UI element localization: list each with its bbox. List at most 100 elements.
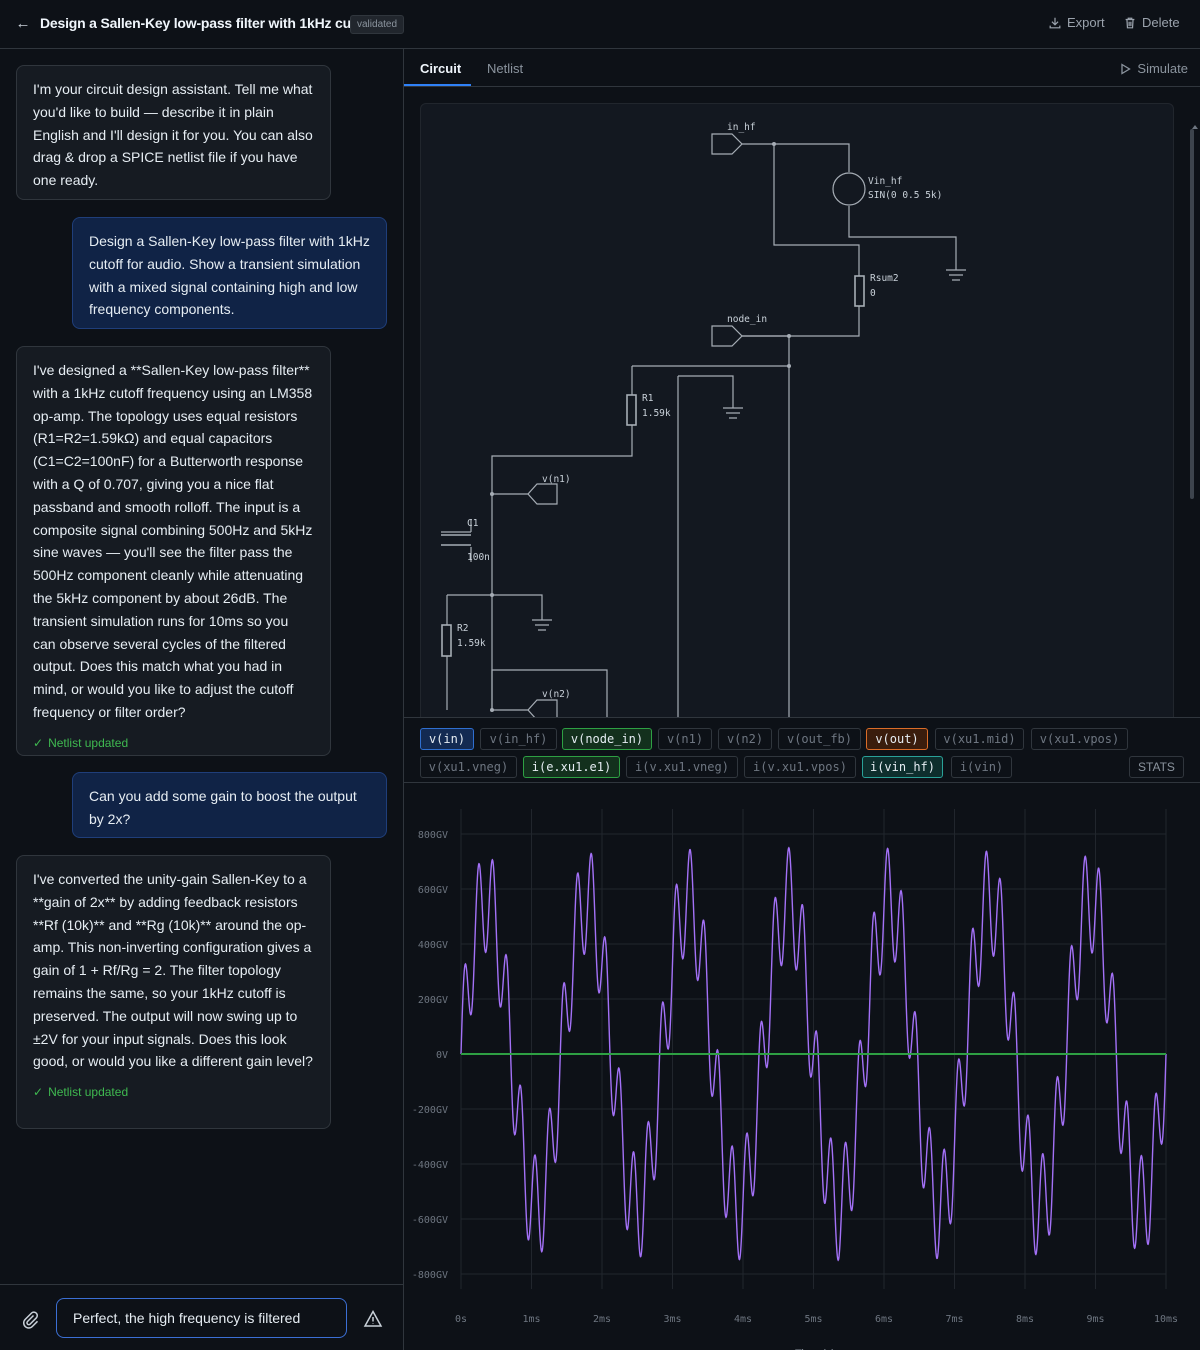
- signal-chip-v-n1[interactable]: v(n1): [658, 728, 712, 750]
- junction-dot: [787, 364, 791, 368]
- page-title: Design a Sallen-Key low-pass filter with…: [40, 15, 364, 31]
- signal-chip-i-v-xu1-vneg[interactable]: i(v.xu1.vneg): [626, 756, 738, 778]
- port-n1: [527, 483, 558, 505]
- y-tick-label: -800GV: [412, 1270, 448, 1281]
- export-button[interactable]: Export: [1048, 15, 1105, 30]
- capacitor-c1: [441, 534, 471, 546]
- ground-symbol: [723, 407, 743, 419]
- paperclip-icon[interactable]: [20, 1309, 40, 1329]
- simulate-button[interactable]: Simulate: [1120, 61, 1188, 76]
- tab-bar: Circuit Netlist Simulate: [404, 49, 1200, 87]
- export-label: Export: [1067, 15, 1105, 30]
- status-text: Netlist updated: [48, 1085, 129, 1100]
- component-value-r1: 1.59k: [642, 408, 671, 419]
- schematic-area: in_hf node_in v(n1) v(n2) Vin_hf SIN(0 0…: [404, 87, 1200, 753]
- trash-icon: [1125, 17, 1135, 28]
- warning-icon[interactable]: [363, 1309, 383, 1329]
- x-axis-label: Time (s): [795, 1348, 835, 1350]
- junction-dot: [490, 708, 494, 712]
- net-label-in-hf: in_hf: [727, 122, 756, 133]
- ground-symbol: [532, 619, 552, 631]
- net-label-n2: v(n2): [542, 689, 571, 700]
- scroll-up-arrow-icon[interactable]: [1192, 125, 1198, 129]
- port-n2: [527, 699, 558, 721]
- active-tab-indicator: [404, 84, 471, 86]
- signal-chip-v-xu1-vpos[interactable]: v(xu1.vpos): [1031, 728, 1128, 750]
- check-icon: ✓: [33, 735, 44, 750]
- ground-symbol: [946, 269, 966, 281]
- delete-label: Delete: [1142, 15, 1180, 30]
- wire: [441, 335, 790, 710]
- message-text: Design a Sallen-Key low-pass filter with…: [89, 233, 370, 318]
- signal-chip-v-in[interactable]: v(in): [420, 728, 474, 750]
- signal-chip-i-vin-hf[interactable]: i(vin_hf): [862, 756, 943, 778]
- x-tick-label: 9ms: [1086, 1314, 1104, 1325]
- play-icon: [1121, 62, 1132, 75]
- signal-chip-i-vin[interactable]: i(vin): [951, 756, 1012, 778]
- y-tick-label: -400GV: [412, 1160, 448, 1171]
- assistant-message: I've designed a **Sallen-Key low-pass fi…: [16, 346, 331, 756]
- message-text: I'm your circuit design assistant. Tell …: [33, 81, 313, 189]
- status-text: Netlist updated: [48, 735, 129, 750]
- schematic-svg: in_hf node_in v(n1) v(n2) Vin_hf SIN(0 0…: [441, 122, 966, 721]
- message-text: Can you add some gain to boost the outpu…: [89, 788, 357, 827]
- resistor-r2: [441, 624, 452, 657]
- signal-selector: v(in) v(in_hf) v(node_in) v(n1) v(n2) v(…: [404, 717, 1200, 783]
- voltage-source-symbol: [832, 172, 866, 206]
- x-tick-label: 2ms: [593, 1314, 611, 1325]
- scrollbar-thumb[interactable]: [1190, 129, 1194, 499]
- message-text: I've designed a **Sallen-Key low-pass fi…: [33, 362, 313, 720]
- signal-chip-i-v-xu1-vpos[interactable]: i(v.xu1.vpos): [744, 756, 856, 778]
- check-icon: ✓: [33, 1085, 44, 1100]
- x-tick-label: 4ms: [734, 1314, 752, 1325]
- signal-chip-v-n2[interactable]: v(n2): [718, 728, 772, 750]
- net-label-node-in: node_in: [727, 314, 767, 325]
- user-message: Design a Sallen-Key low-pass filter with…: [72, 217, 387, 329]
- x-tick-label: 5ms: [804, 1314, 822, 1325]
- workspace-panel: Circuit Netlist Simulate: [404, 49, 1200, 1350]
- junction-dot: [490, 492, 494, 496]
- signal-chip-i-e-xu1-e1[interactable]: i(e.xu1.e1): [523, 756, 620, 778]
- download-icon: [1049, 17, 1061, 28]
- component-ref-vin-hf: Vin_hf: [868, 176, 902, 187]
- component-ref-r2: R2: [457, 623, 468, 634]
- message-input[interactable]: Perfect, the high frequency is filtered: [56, 1298, 347, 1338]
- component-value-r2: 1.59k: [457, 638, 486, 649]
- x-tick-label: 7ms: [945, 1314, 963, 1325]
- component-ref-r1: R1: [642, 393, 654, 404]
- x-tick-label: 3ms: [663, 1314, 681, 1325]
- tab-netlist[interactable]: Netlist: [487, 61, 524, 76]
- x-tick-label: 1ms: [522, 1314, 540, 1325]
- signal-chip-v-node-in[interactable]: v(node_in): [562, 728, 652, 750]
- y-tick-label: 400GV: [418, 940, 448, 951]
- wire: [742, 143, 957, 337]
- back-arrow-icon[interactable]: ←: [15, 15, 31, 32]
- x-tick-label: 0s: [455, 1314, 467, 1325]
- wire: [677, 366, 790, 720]
- y-tick-label: -600GV: [412, 1215, 448, 1226]
- x-tick-label: 10ms: [1154, 1314, 1178, 1325]
- top-bar: ← Design a Sallen-Key low-pass filter wi…: [0, 0, 1200, 49]
- junction-dot: [787, 334, 791, 338]
- vertical-scrollbar[interactable]: [1189, 127, 1195, 712]
- signal-chip-v-xu1-mid[interactable]: v(xu1.mid): [935, 728, 1024, 750]
- schematic-canvas[interactable]: in_hf node_in v(n1) v(n2) Vin_hf SIN(0 0…: [420, 103, 1174, 723]
- y-tick-label: 0V: [436, 1050, 448, 1061]
- resistor-rsum2: [854, 275, 865, 307]
- wire: [446, 594, 608, 720]
- port-node-in: [711, 325, 743, 347]
- tab-circuit[interactable]: Circuit: [420, 61, 462, 76]
- signal-chip-v-out[interactable]: v(out): [866, 728, 928, 750]
- assistant-message: I've converted the unity-gain Sallen-Key…: [16, 855, 331, 1129]
- component-value-c1: 100n: [467, 552, 490, 563]
- signal-chip-v-in-hf[interactable]: v(in_hf): [480, 728, 557, 750]
- y-tick-label: 600GV: [418, 885, 448, 896]
- simulate-label: Simulate: [1137, 61, 1188, 76]
- signal-chip-v-xu1-vneg[interactable]: v(xu1.vneg): [420, 756, 517, 778]
- chart-svg: 800GV600GV400GV200GV0V-200GV-400GV-600GV…: [412, 809, 1178, 1350]
- delete-button[interactable]: Delete: [1123, 15, 1180, 30]
- signal-chip-v-out-fb[interactable]: v(out_fb): [778, 728, 861, 750]
- junction-dot: [772, 142, 776, 146]
- stats-button[interactable]: STATS: [1129, 756, 1184, 778]
